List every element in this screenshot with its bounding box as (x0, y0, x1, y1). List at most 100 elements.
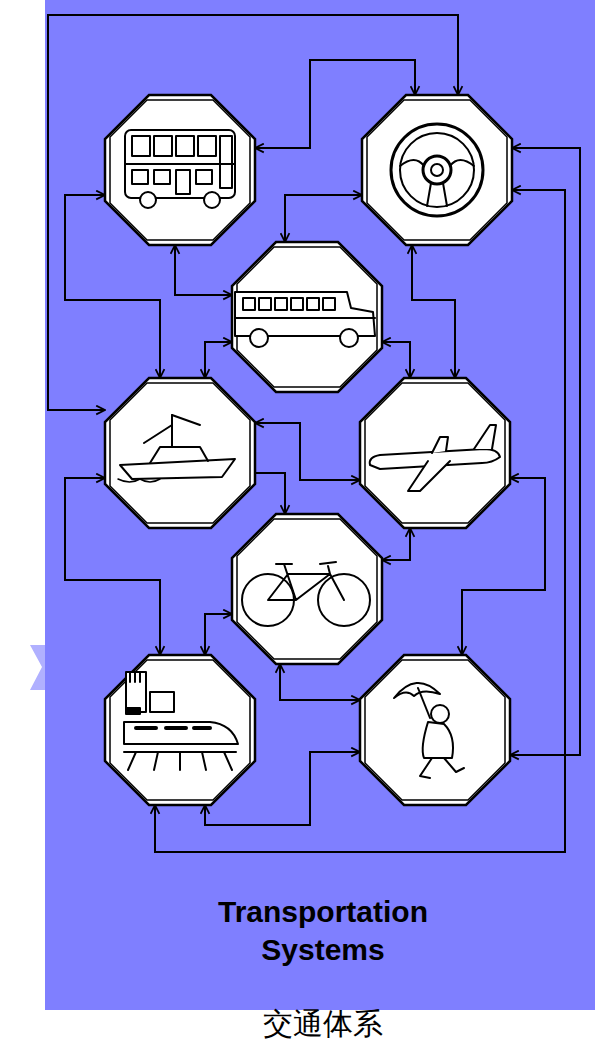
diagram-title: Transportation Systems (192, 893, 454, 969)
octagon-outer (105, 378, 255, 528)
octagon-inner (110, 100, 250, 240)
train-icon-part (126, 672, 146, 712)
school-bus-icon-part (291, 298, 303, 310)
school-bus-icon-part (235, 292, 375, 336)
octagon-node (360, 378, 510, 528)
octagon-node (105, 655, 255, 805)
slide-chevron (30, 645, 45, 690)
boat-icon-part (172, 415, 200, 425)
boat-icon (118, 415, 235, 482)
train-icon-part (128, 752, 232, 770)
steering-wheel-icon-part (423, 156, 451, 184)
bus-icon-part (198, 136, 216, 156)
walker-icon-part (431, 705, 449, 723)
bus-icon-part (176, 170, 190, 194)
octagon-outer (232, 242, 382, 392)
bus-icon-part (125, 163, 235, 165)
octagon-inner (237, 519, 377, 659)
connector-arrow (382, 342, 410, 378)
walker-icon (394, 683, 464, 778)
airplane-icon-part (474, 425, 496, 449)
boat-icon-part (150, 447, 208, 463)
school-bus-icon-part (323, 298, 335, 310)
octagon-inner (367, 100, 507, 240)
bus-icon (125, 130, 235, 208)
bus-icon-part (154, 170, 170, 184)
octagon-node (232, 242, 382, 392)
blue-panel (45, 0, 595, 1010)
octagon-outer (232, 514, 382, 664)
octagon-shape (105, 655, 255, 805)
train-icon (124, 672, 238, 770)
octagon-outer (105, 95, 255, 245)
boat-icon-part (118, 479, 160, 482)
bus-icon-part (132, 170, 148, 184)
octagon-inner (365, 383, 505, 523)
boat-icon-part (120, 459, 235, 479)
school-bus-icon-part (340, 329, 358, 347)
connector-arrow (510, 148, 580, 755)
connector-arrow (205, 614, 232, 655)
octagon-shape (105, 378, 255, 528)
walker-icon-part (418, 688, 430, 718)
octagon-shape (360, 378, 510, 528)
steering-wheel-icon-part (431, 164, 443, 176)
bus-icon-part (204, 192, 220, 208)
airplane-icon-part (408, 461, 450, 491)
train-icon-part (124, 722, 238, 744)
connector-arrow (412, 245, 455, 378)
airplane-icon-part (370, 449, 500, 469)
steering-wheel-icon-part (391, 124, 483, 216)
bus-icon-part (132, 136, 150, 156)
walker-icon-part (423, 722, 453, 758)
octagon-inner (237, 247, 377, 387)
connector-arrow (175, 245, 232, 295)
connector-arrow (205, 342, 232, 378)
connector-arrow (255, 473, 285, 514)
connector-arrow (382, 528, 410, 560)
octagon-inner (365, 660, 505, 800)
walker-icon-part (394, 683, 440, 698)
bus-icon-part (220, 136, 232, 188)
school-bus-icon-part (243, 298, 255, 310)
bicycle-icon (242, 562, 370, 626)
octagon-outer (360, 378, 510, 528)
school-bus-icon-part (275, 298, 287, 310)
octagon-shape (105, 95, 255, 245)
steering-wheel-icon-part (400, 160, 474, 206)
steering-wheel-icon (391, 124, 483, 216)
bicycle-icon-part (318, 574, 370, 626)
steering-wheel-icon-part (400, 133, 474, 207)
train-icon-part (150, 692, 174, 712)
octagon-shape (232, 514, 382, 664)
octagon-inner (110, 660, 250, 800)
octagon-node (232, 514, 382, 664)
boat-icon-part (144, 425, 172, 443)
school-bus-icon-part (235, 317, 375, 319)
octagon-outer (362, 95, 512, 245)
octagon-node (105, 95, 255, 245)
bicycle-icon-part (268, 562, 344, 600)
boat-icon-part (171, 415, 173, 447)
bus-icon-part (140, 192, 156, 208)
train-icon-part (136, 726, 210, 730)
school-bus-icon-part (259, 298, 271, 310)
airplane-icon (370, 425, 500, 491)
airplane-icon-part (432, 437, 448, 453)
octagon-node (105, 378, 255, 528)
school-bus-icon (235, 292, 375, 347)
octagon-shape (232, 242, 382, 392)
octagon-outer (105, 655, 255, 805)
train-icon-part (124, 751, 236, 753)
school-bus-icon-part (307, 298, 319, 310)
connector-arrow (280, 664, 360, 700)
school-bus-icon-part (250, 329, 268, 347)
octagon-outer (360, 655, 510, 805)
bus-icon-part (176, 136, 194, 156)
octagon-node (360, 655, 510, 805)
bus-icon-part (154, 136, 172, 156)
octagon-shape (362, 95, 512, 245)
train-icon-part (126, 708, 140, 714)
